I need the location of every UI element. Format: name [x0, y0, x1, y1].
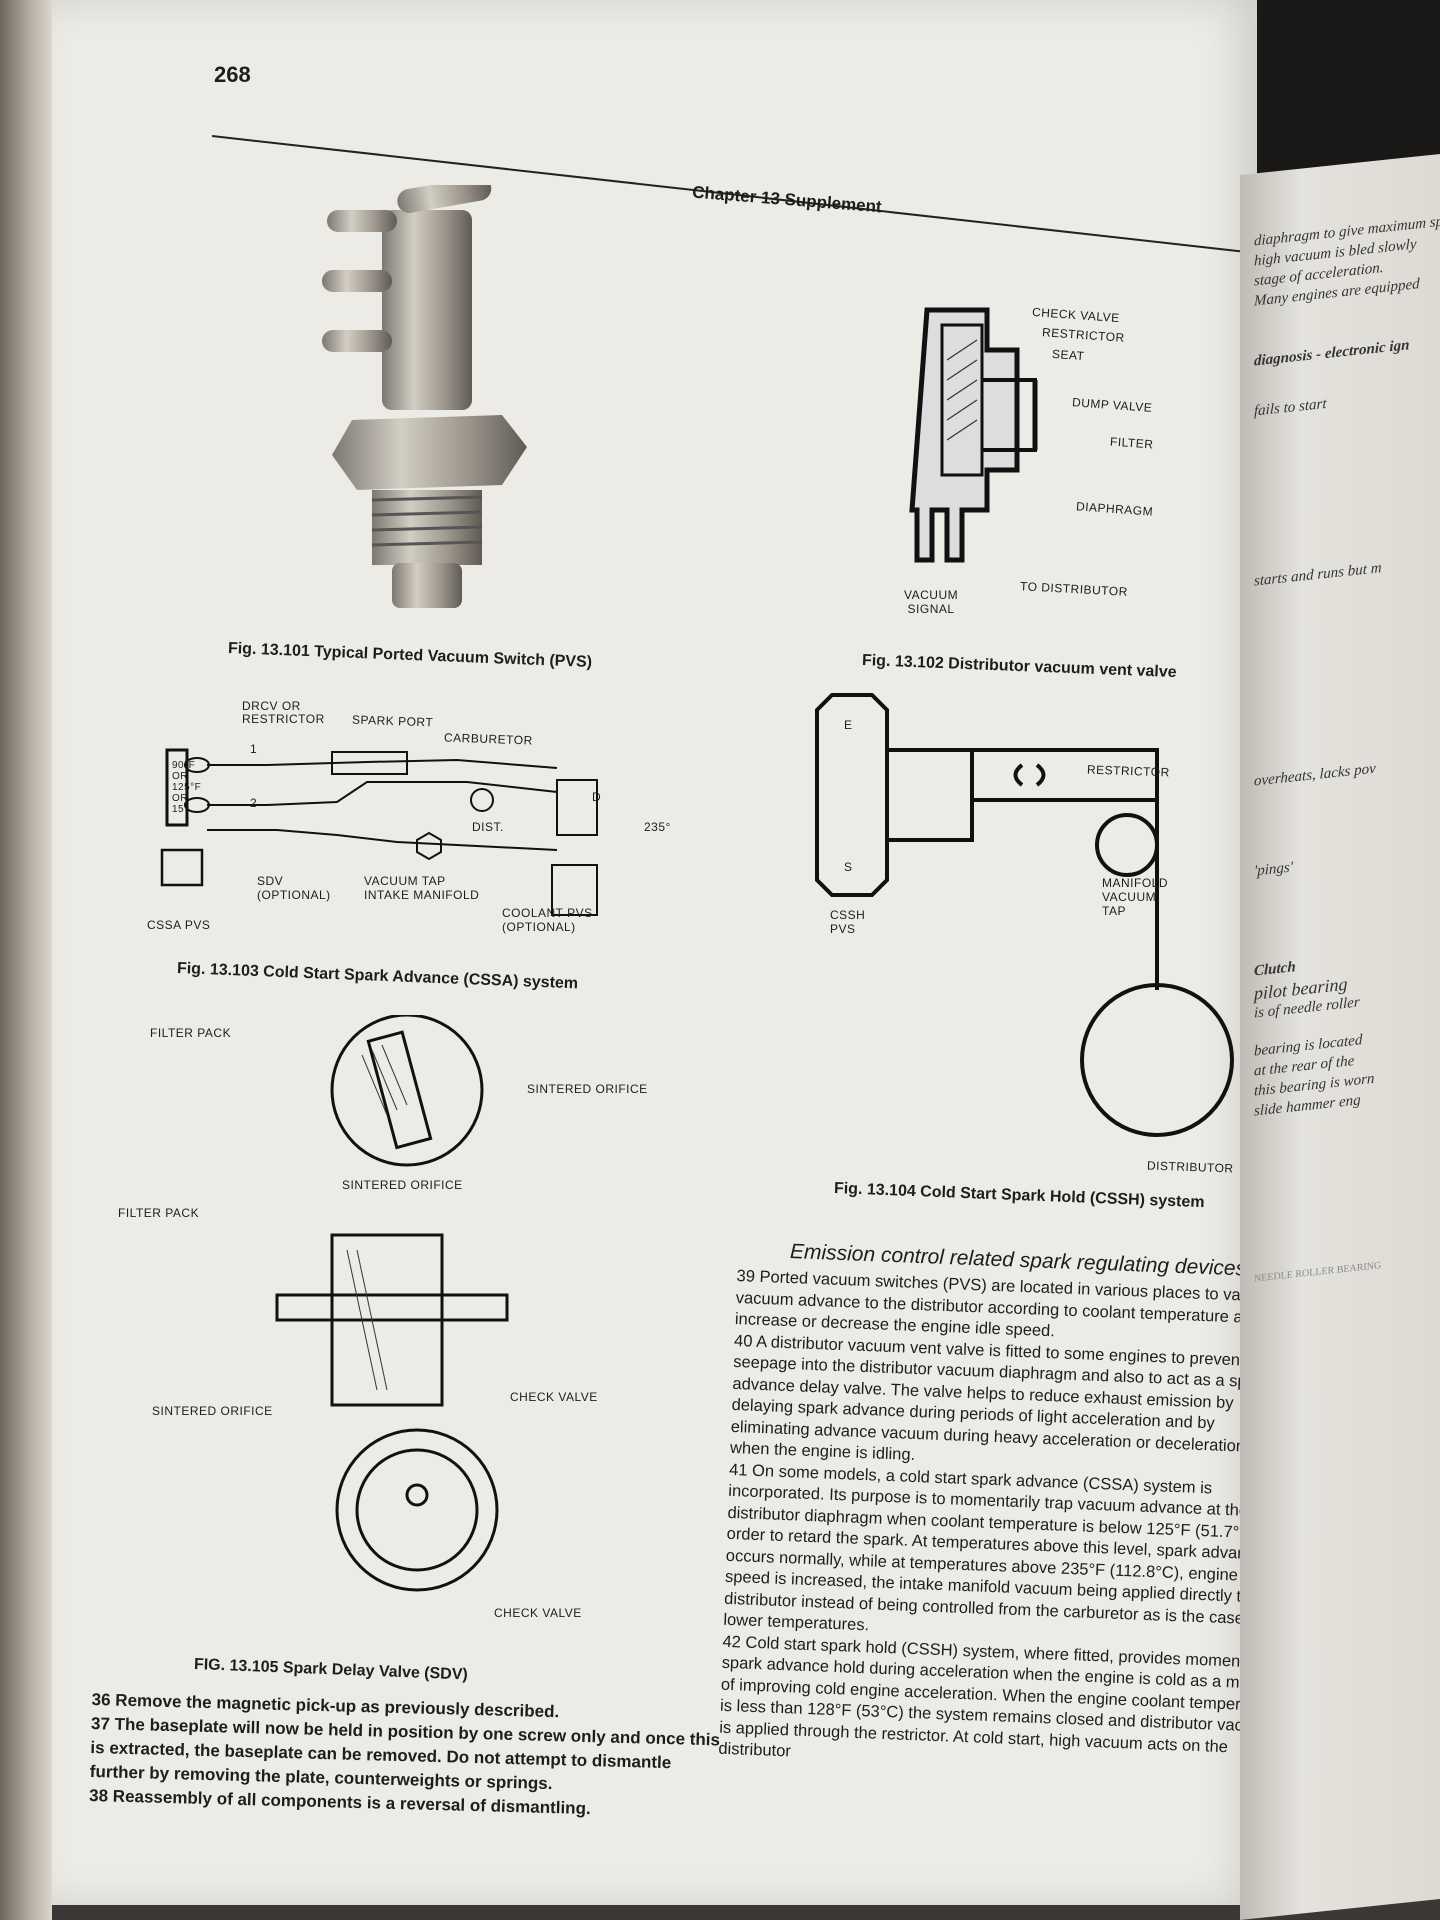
- fig-105-label-check-valve-1: CHECK VALVE: [510, 1390, 598, 1404]
- fig-102-label-filter: FILTER: [1109, 434, 1154, 452]
- fig-104-caption: Fig. 13.104 Cold Start Spark Hold (CSSH)…: [833, 1180, 1205, 1212]
- adjacent-text-7: overheats, lacks pov: [1254, 760, 1376, 790]
- fig-104-label-manifold: MANIFOLD VACUUM TAP: [1102, 876, 1169, 918]
- fig-103-label-sdv: SDV (OPTIONAL): [257, 874, 331, 902]
- fig-101-caption: Fig. 13.101 Typical Ported Vacuum Switch…: [227, 640, 593, 671]
- fig-102-label-vacuum-signal: VACUUM SIGNAL: [904, 588, 959, 616]
- fig-102-label-to-distributor: TO DISTRIBUTOR: [1019, 579, 1129, 599]
- fig-103-label-cssa-pvs: CSSA PVS: [147, 918, 211, 932]
- fig-105-label-check-valve-2: CHECK VALVE: [494, 1606, 582, 1620]
- fig-102-label-dump-valve: DUMP VALVE: [1071, 395, 1153, 415]
- adjacent-text-9: Clutch: [1254, 959, 1296, 980]
- page-number: 268: [214, 62, 251, 87]
- book-page: 268 Chapter 13 Supplement Fig. 13.101 Ty…: [52, 0, 1283, 1905]
- fig-102-label-restrictor: RESTRICTOR: [1041, 325, 1126, 345]
- adjacent-page: diaphragm to give maximum sp high vacuum…: [1240, 153, 1440, 1920]
- fig-104-label-restrictor: RESTRICTOR: [1086, 762, 1171, 780]
- fig-103-label-drcv: DRCV OR RESTRICTOR: [242, 699, 325, 726]
- adjacent-text-4: diagnosis - electronic ign: [1254, 337, 1410, 370]
- right-column-text: 39 Ported vacuum switches (PVS) are loca…: [718, 1266, 1297, 1782]
- fig-104-label-e: E: [844, 718, 853, 732]
- fig-105-sdv-diagram: [275, 1015, 509, 1592]
- fig-102-vent-valve-diagram: [909, 307, 1038, 563]
- fig-104-cssh-diagram: [815, 693, 1234, 1137]
- fig-103-label-temps: 90°F OR 125°F OR 15: [172, 760, 202, 815]
- fig-102-caption: Fig. 13.102 Distributor vacuum vent valv…: [861, 652, 1177, 682]
- fig-105-label-filter-pack-1: FILTER PACK: [150, 1026, 232, 1040]
- fig-103-label-spark-port: SPARK PORT: [351, 712, 434, 730]
- fig-103-label-2: 2: [250, 796, 258, 810]
- paragraph-42: 42 Cold start spark hold (CSSH) system, …: [718, 1632, 1279, 1761]
- fig-101-pvs-image: [322, 185, 527, 608]
- fig-105-label-sintered-orifice-1: SINTERED ORIFICE: [527, 1082, 648, 1096]
- fig-103-cssa-diagram: [160, 748, 598, 916]
- fig-103-label-vacuum-tap: VACUUM TAP INTAKE MANIFOLD: [364, 874, 480, 902]
- fig-103-label-coolant-pvs: COOLANT PVS (OPTIONAL): [502, 906, 593, 934]
- fig-105-label-filter-pack-2: FILTER PACK: [118, 1206, 200, 1220]
- adjacent-text-6: starts and runs but m: [1254, 560, 1382, 590]
- chapter-title: Chapter 13 Supplement: [691, 182, 883, 217]
- book-left-edge: [0, 0, 52, 1920]
- fig-102-label-seat: SEAT: [1051, 346, 1085, 364]
- fig-103-label-dist: DIST.: [472, 820, 504, 834]
- paragraph-41: 41 On some models, a cold start spark ad…: [723, 1460, 1279, 1635]
- fig-103-label-235: 235°: [644, 820, 671, 834]
- left-column-text: 36 Remove the magnetic pick-up as previo…: [89, 1688, 732, 1825]
- fig-105-caption: FIG. 13.105 Spark Delay Valve (SDV): [193, 1656, 469, 1684]
- fig-105-label-sintered-orifice-2: SINTERED ORIFICE: [342, 1178, 463, 1192]
- fig-103-label-1: 1: [250, 742, 258, 756]
- fig-103-caption: Fig. 13.103 Cold Start Spark Advance (CS…: [176, 960, 579, 993]
- fig-105-label-sintered-orifice-3: SINTERED ORIFICE: [152, 1404, 273, 1418]
- paragraph-40: 40 A distributor vacuum vent valve is fi…: [729, 1331, 1278, 1464]
- adjacent-text-8: 'pings': [1254, 859, 1293, 880]
- fig-104-label-distributor: DISTRIBUTOR: [1146, 1158, 1234, 1176]
- fig-102-label-diaphragm: DIAPHRAGM: [1075, 499, 1154, 519]
- fig-103-label-d: D: [592, 790, 602, 804]
- fig-104-label-cssh-pvs: CSSH PVS: [830, 908, 866, 936]
- adjacent-text-16: NEEDLE ROLLER BEARING: [1254, 1260, 1382, 1285]
- adjacent-text-5: fails to start: [1254, 395, 1327, 420]
- fig-104-label-s: S: [844, 860, 853, 874]
